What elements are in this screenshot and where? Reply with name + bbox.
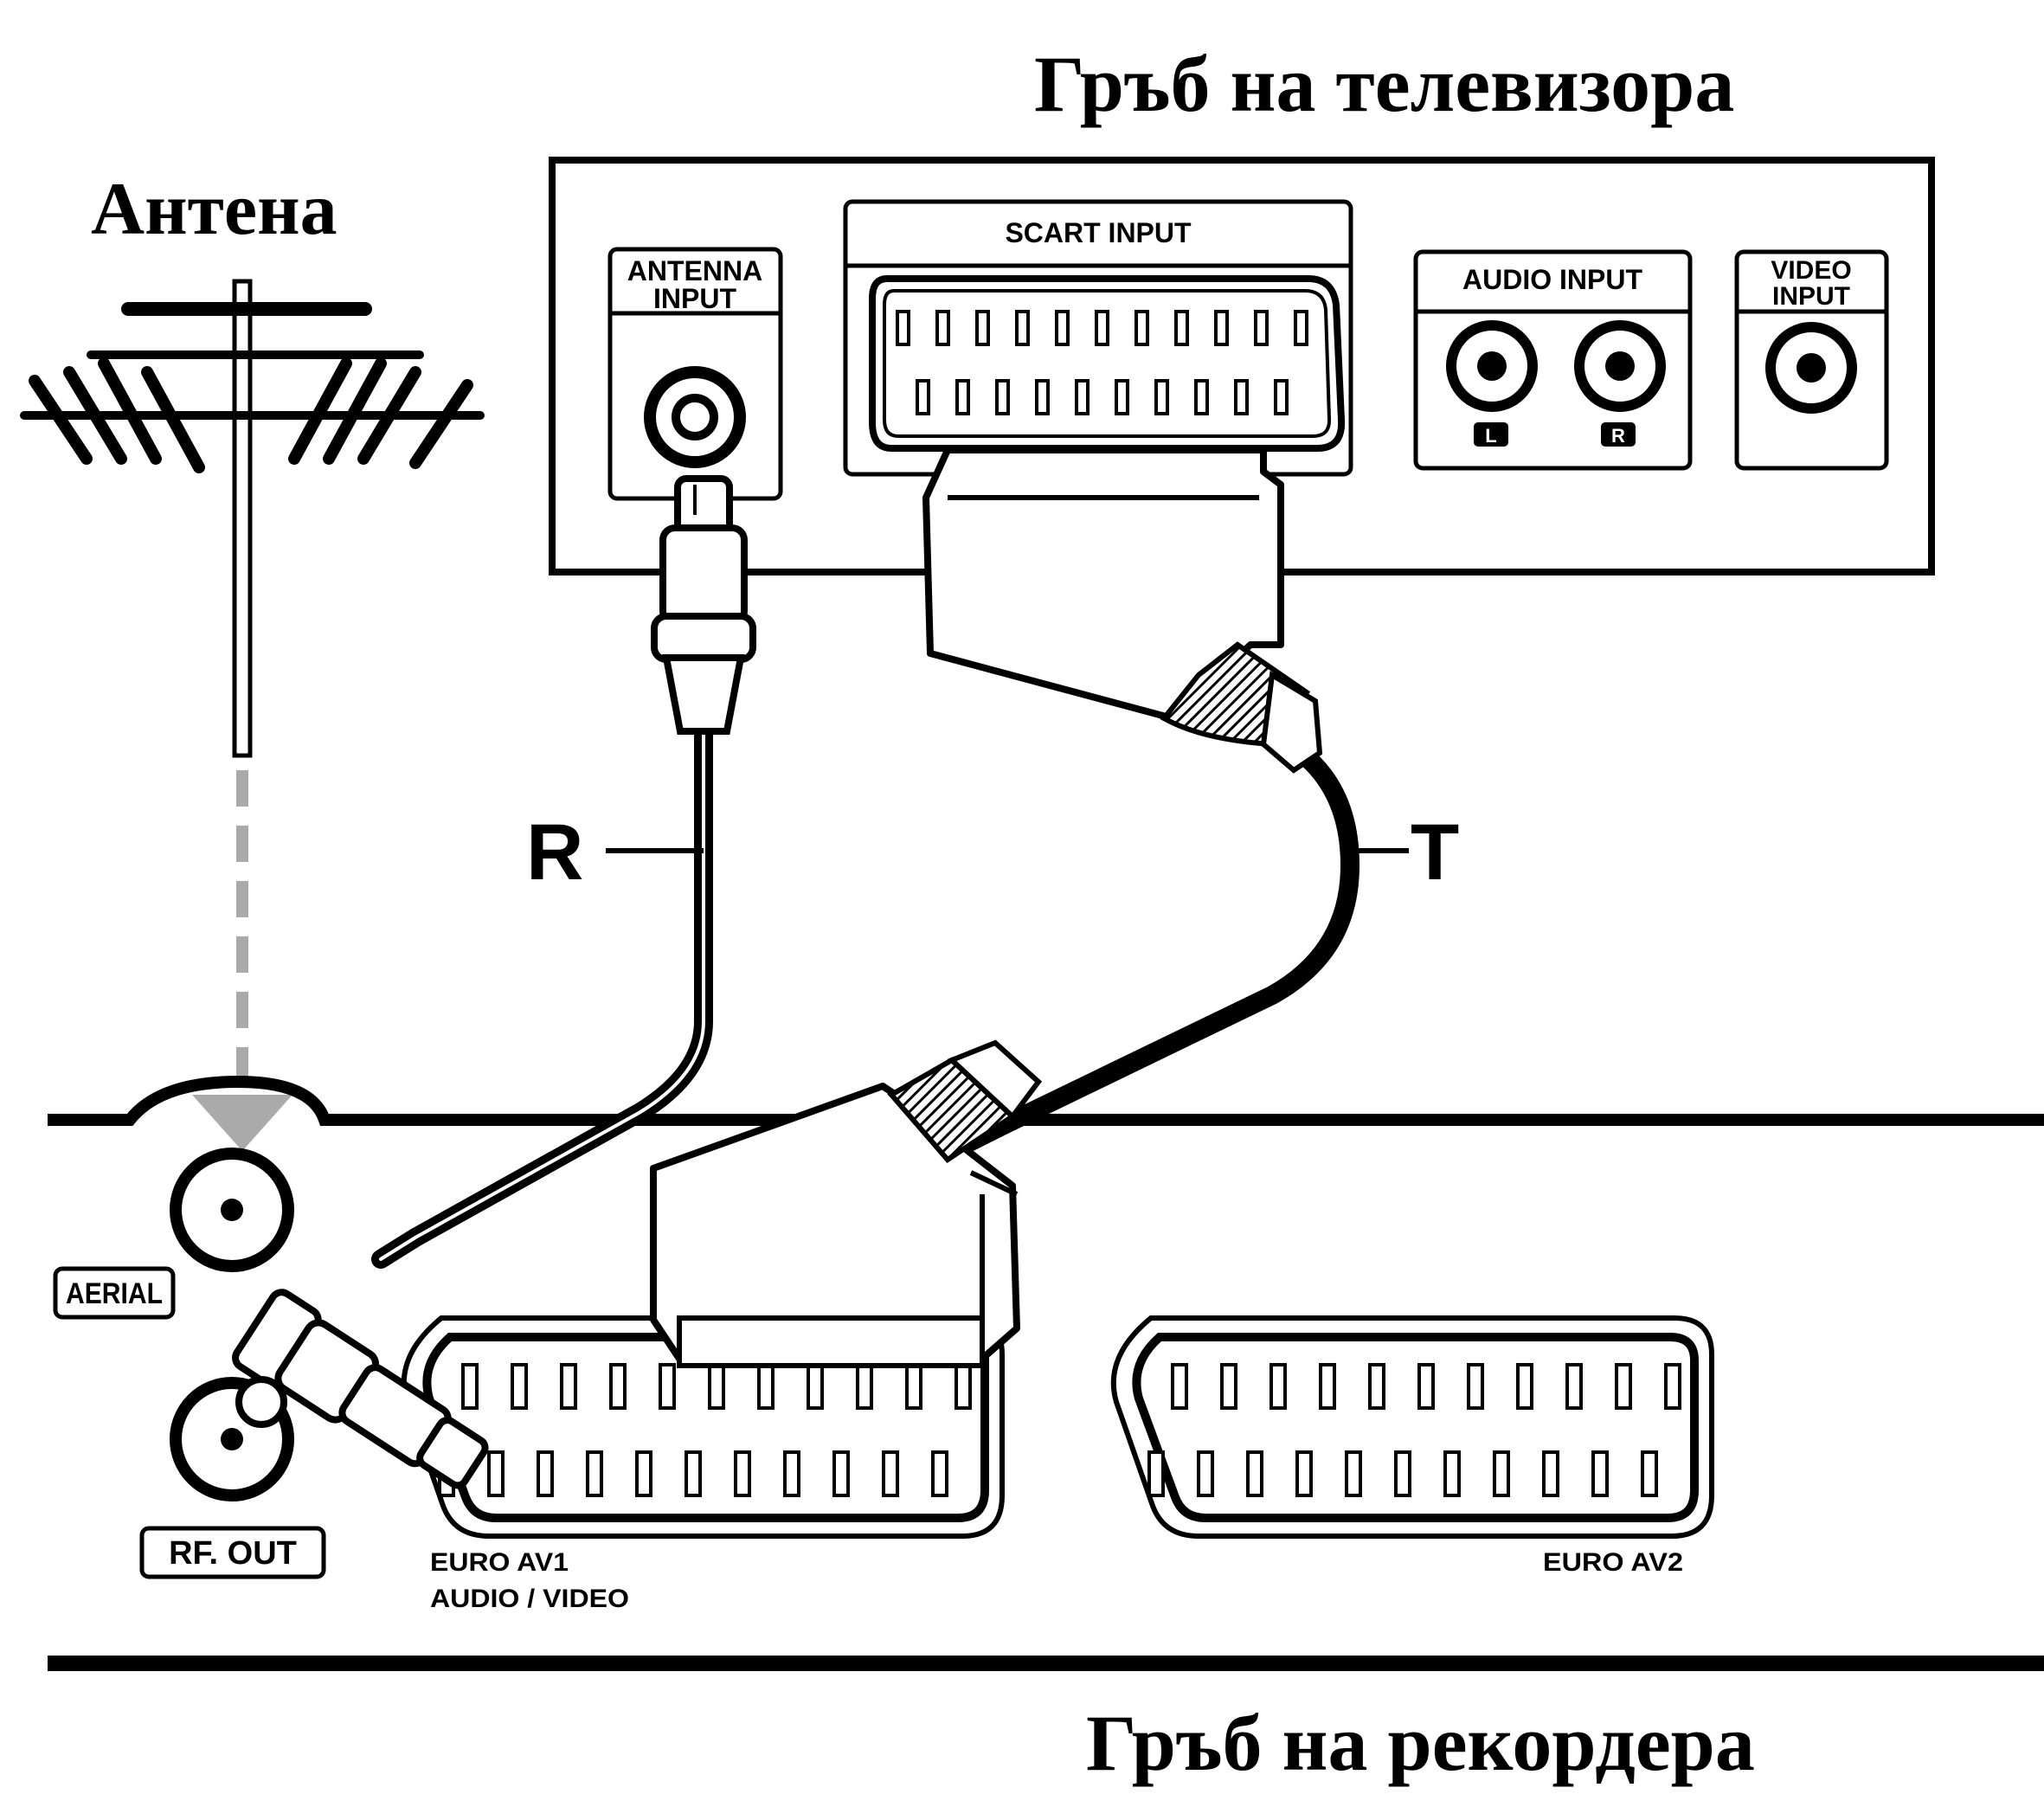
rf-plug-recorder [232, 1289, 489, 1489]
scart-plug-tv [922, 447, 1323, 774]
rf-cable [232, 475, 756, 1489]
antenna-input-label-2: INPUT [653, 283, 736, 314]
euro-av1-label-1: EURO AV1 [430, 1548, 569, 1577]
recorder-back-title: Гръб на рекордера [1086, 1699, 1755, 1787]
aerial-label: AERIAL [66, 1277, 163, 1310]
recorder-rf-out-jack: RF. OUT [139, 1377, 326, 1579]
cable-r-callout: R [526, 808, 704, 897]
cable-t-label: T [1411, 808, 1459, 897]
euro-av1-pins [438, 1363, 972, 1497]
audio-right-label: R [1611, 425, 1625, 447]
recorder-aerial-jack: AERIAL [53, 1148, 294, 1320]
scart-plug-recorder [650, 1039, 1043, 1368]
tv-antenna-input: ANTENNA INPUT [607, 247, 783, 501]
cable-r-label: R [526, 808, 583, 897]
scart-input-pins [896, 310, 1308, 415]
cable-t-callout: T [1350, 808, 1459, 897]
video-input-label-2: INPUT [1772, 282, 1850, 311]
scart-input-label: SCART INPUT [1005, 217, 1192, 248]
tv-scart-input: SCART INPUT [843, 199, 1353, 477]
recorder-back-panel [48, 1075, 2044, 1671]
antenna-signal-arrow [192, 770, 292, 1151]
recorder-euro-av2: EURO AV2 [1110, 1315, 1714, 1577]
euro-av2-label: EURO AV2 [1543, 1548, 1683, 1577]
tv-back-title: Гръб на телевизора [1034, 40, 1734, 128]
antenna-title: Антена [91, 167, 337, 250]
rf-out-label: RF. OUT [169, 1535, 297, 1572]
tv-video-input: VIDEO INPUT [1734, 249, 1889, 471]
euro-av1-label-2: AUDIO / VIDEO [430, 1585, 629, 1613]
video-input-label-1: VIDEO [1771, 256, 1851, 285]
antenna-input-label-1: ANTENNA [627, 255, 762, 286]
euro-av2-pins [1147, 1363, 1681, 1497]
audio-input-label: AUDIO INPUT [1462, 264, 1642, 295]
rf-plug-tv [651, 475, 756, 735]
tv-audio-input: AUDIO INPUT L R [1413, 249, 1693, 471]
antenna-icon [20, 279, 485, 758]
scart-cable [960, 735, 1360, 1152]
audio-left-label: L [1485, 425, 1496, 447]
